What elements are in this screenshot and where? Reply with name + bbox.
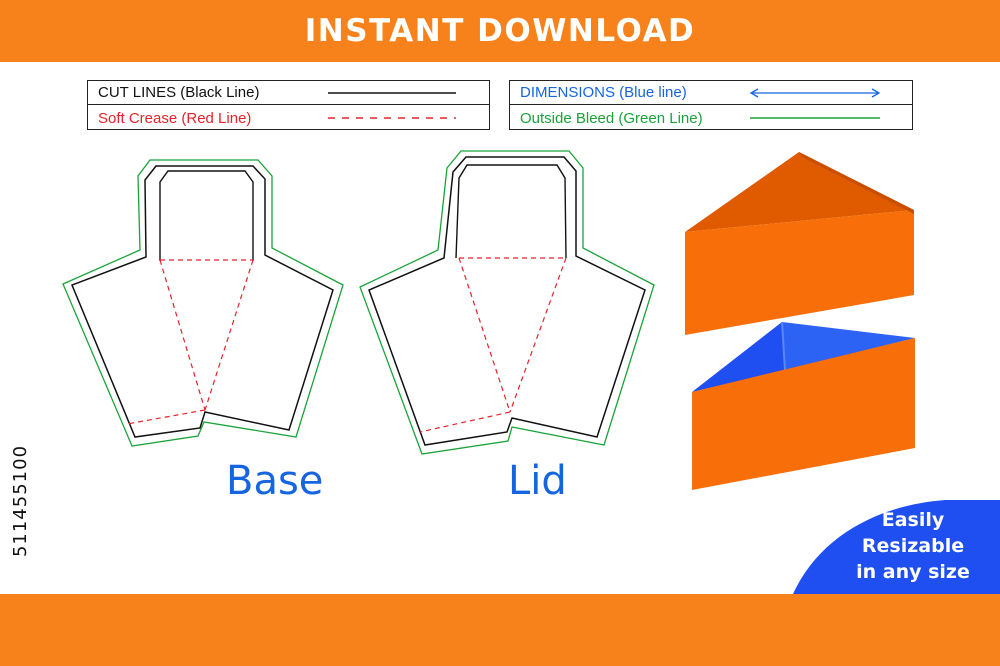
box-base-3d (692, 321, 915, 490)
base-crease-lines (126, 259, 254, 425)
lid-front-face (685, 210, 914, 335)
lid-bleed-outline (359, 150, 655, 455)
legend-cut-label: CUT LINES (Black Line) (98, 84, 260, 101)
base-dieline (62, 159, 344, 447)
box-lid-3d (685, 152, 914, 335)
legend-right: DIMENSIONS (Blue line) Outside Bleed (Gr… (509, 80, 913, 130)
badge-line-1: Easily (881, 509, 945, 531)
base-inner-left (692, 322, 785, 392)
badge-line-3: in any size (856, 561, 970, 583)
legend-bleed-label: Outside Bleed (Green Line) (520, 109, 703, 127)
legend-row-bleed: Outside Bleed (Green Line) (510, 106, 912, 130)
badge-line-2: Resizable (861, 535, 965, 557)
legend-row-dimensions: DIMENSIONS (Blue line) (510, 81, 912, 105)
footer-bar (0, 594, 1000, 666)
header-bar: INSTANT DOWNLOAD (0, 0, 1000, 62)
lid-inner-cut (455, 164, 567, 259)
lid-top-face (685, 152, 914, 232)
dimension-arrow-swatch (749, 88, 881, 98)
crease-line-swatch (328, 117, 456, 119)
legend-dimensions-label: DIMENSIONS (Blue line) (520, 84, 687, 101)
base-inner-back (782, 322, 915, 370)
lid-dieline (359, 150, 655, 455)
base-label: Base (226, 458, 324, 504)
bleed-line-swatch (750, 117, 880, 119)
header-title: INSTANT DOWNLOAD (304, 13, 696, 49)
lid-cut-outline (368, 156, 646, 446)
lid-label: Lid (508, 458, 567, 504)
cut-line-swatch (328, 92, 456, 94)
resizable-badge-text: Easily Resizable in any size (838, 507, 988, 585)
legend-row-cut: CUT LINES (Black Line) (88, 81, 489, 105)
legend-row-crease: Soft Crease (Red Line) (88, 106, 489, 130)
base-cut-outline (71, 165, 334, 438)
lid-right-edge (799, 152, 914, 214)
legend-left: CUT LINES (Black Line) Soft Crease (Red … (87, 80, 490, 130)
base-inner-fold (781, 321, 786, 371)
base-inner-floor (692, 338, 915, 392)
base-bleed-outline (62, 159, 344, 447)
stock-id: 511455100 (10, 444, 31, 558)
lid-crease-lines (419, 257, 567, 433)
legend-crease-label: Soft Crease (Red Line) (98, 109, 252, 127)
base-front-face (692, 338, 915, 490)
base-inner-cut (159, 170, 254, 261)
box-mockup (685, 152, 915, 490)
